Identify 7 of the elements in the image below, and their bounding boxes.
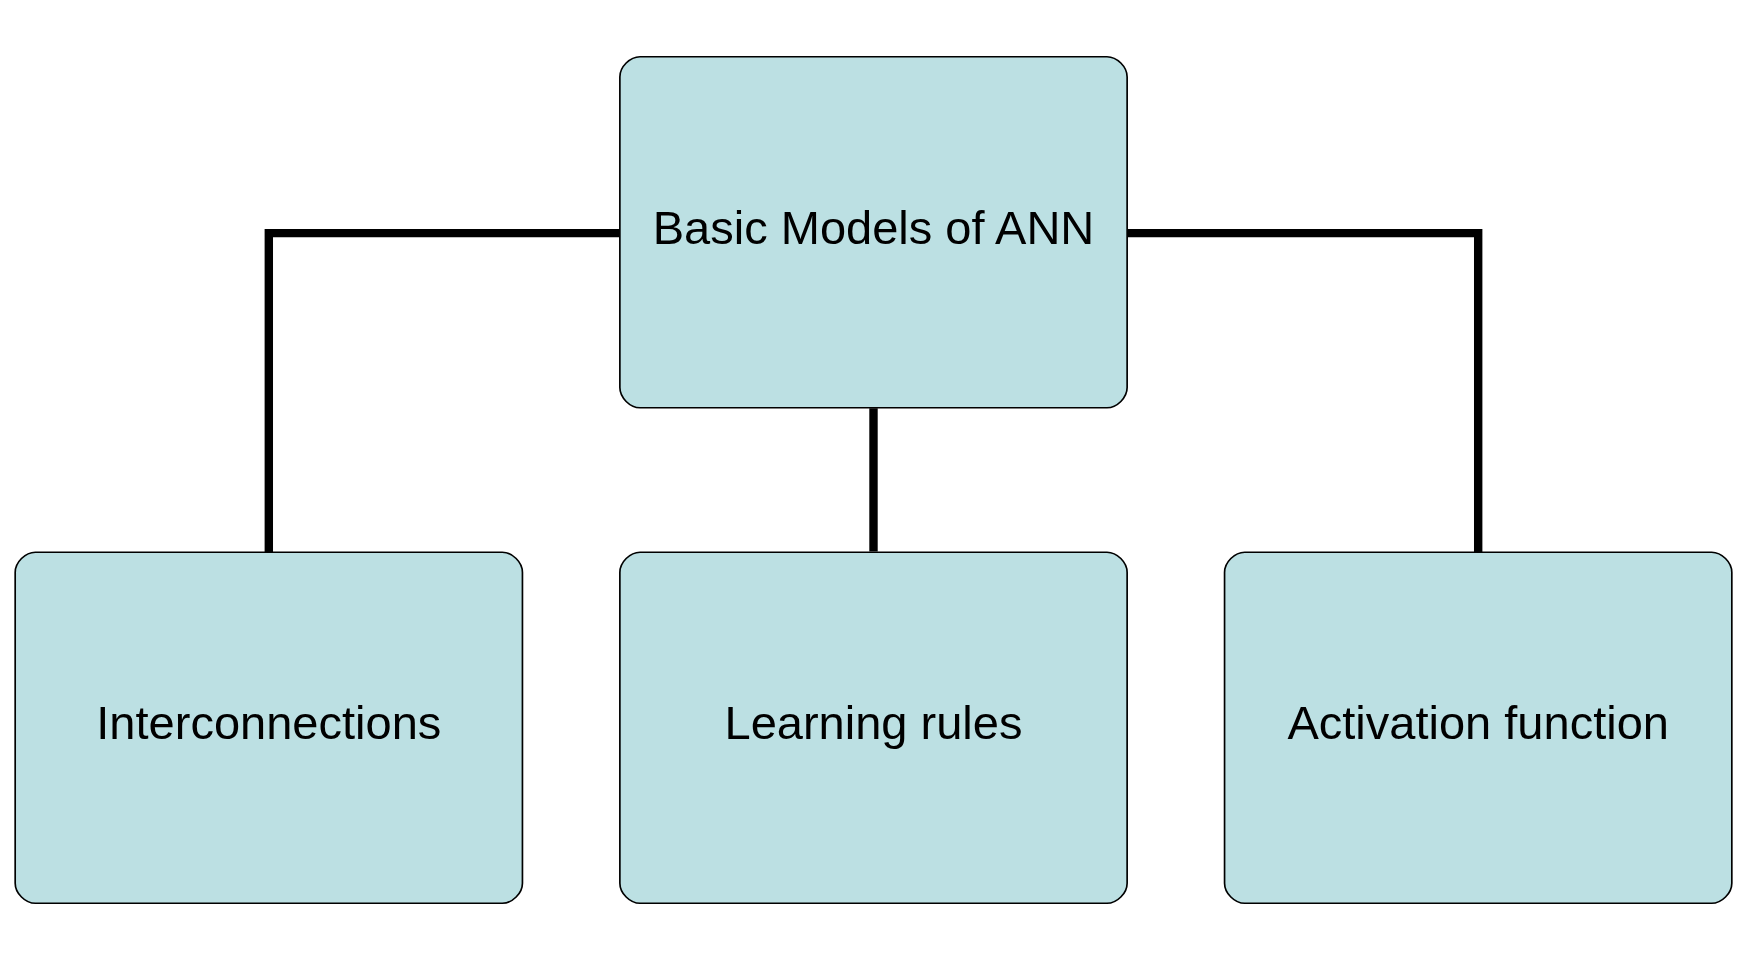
connector [1127, 228, 1483, 552]
node-box: Basic Models of ANN [619, 55, 1128, 409]
node-box: Learning rules [619, 551, 1128, 905]
connector [869, 408, 878, 552]
connector [264, 228, 620, 552]
node-box: Interconnections [14, 551, 524, 905]
node-box: Activation function [1223, 551, 1733, 905]
